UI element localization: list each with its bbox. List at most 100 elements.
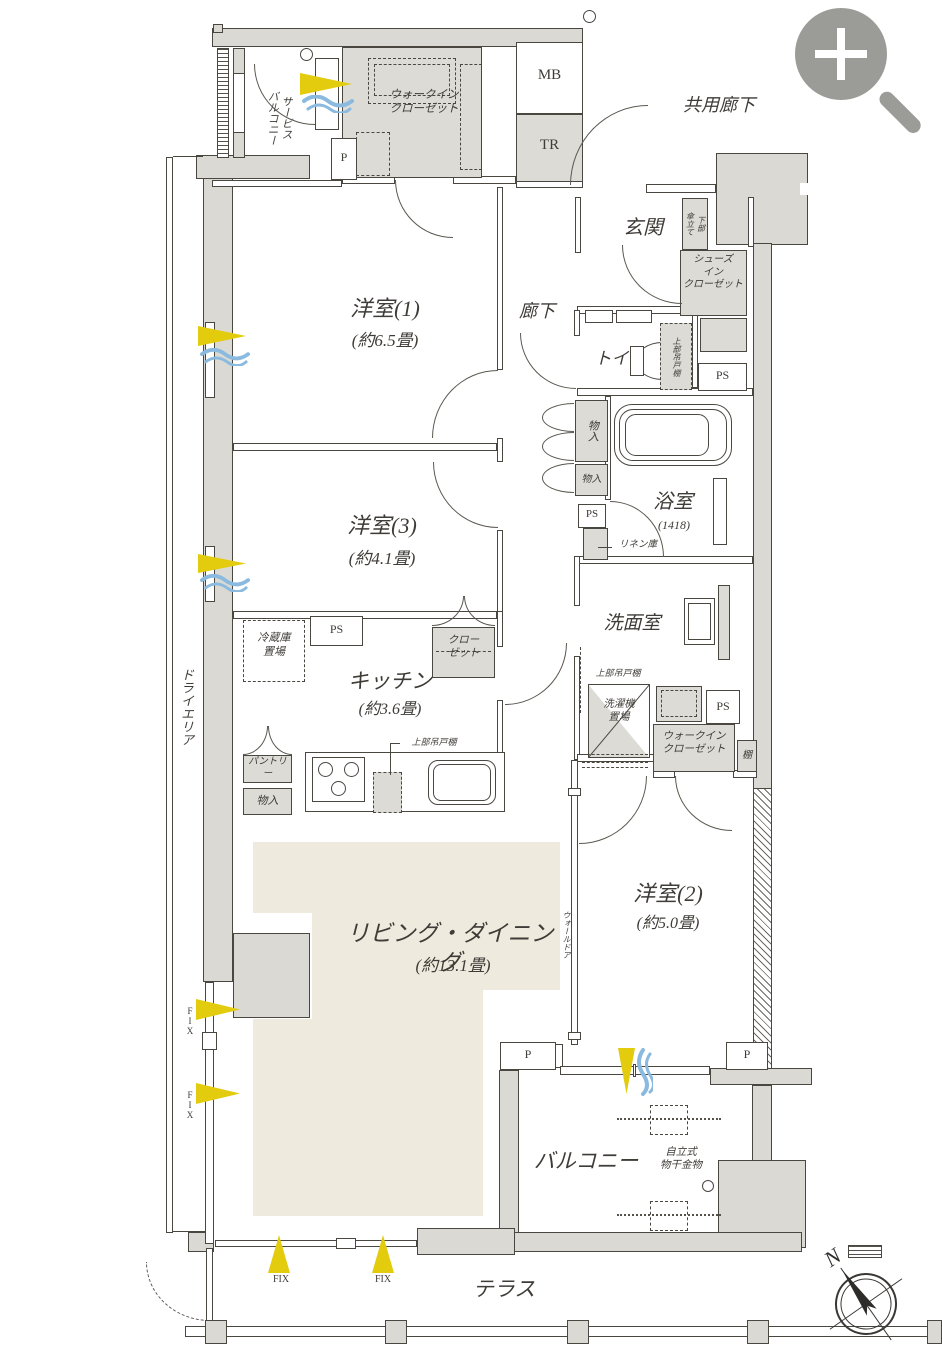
burner-2 (344, 762, 359, 777)
kitchen-storage-box: 物入 (243, 788, 292, 815)
laundry-pole-box-1 (650, 1105, 688, 1135)
window-wic-top (315, 58, 339, 130)
window-living-south (215, 1240, 417, 1247)
kitchen-closet-label: クロー ゼット (447, 635, 480, 660)
terrace-louver (848, 1245, 882, 1258)
wic-hanger-box2 (460, 64, 482, 170)
burner-1 (318, 762, 333, 777)
washer-diagonal (588, 684, 650, 758)
p-box-living (500, 1042, 556, 1070)
window-room2-mullion (633, 1064, 636, 1077)
ps-box-bath (578, 504, 606, 528)
umbrella-stand-box: 傘立て 下部 (682, 198, 708, 250)
ps-washroom-label: PS (716, 699, 730, 713)
terrace-post-1 (205, 1320, 227, 1344)
wall-topright-column (716, 153, 808, 245)
bathtub-inner (625, 414, 709, 456)
washer-box (588, 684, 650, 758)
p-box-top-label: P (340, 150, 348, 164)
laundry-pole-box-2 (650, 1201, 688, 1231)
wall-washroom-west-a (574, 556, 580, 606)
room2-label: 洋室(2) (633, 881, 703, 906)
terrace-post-4 (747, 1320, 769, 1344)
wall-living-southeast (417, 1228, 515, 1255)
balcony-label: バルコニー (533, 1149, 639, 1173)
toilet-upper-cabinet-label: 上部吊戸棚 (672, 336, 681, 377)
room2-door-arc (579, 776, 647, 844)
kitchen-label: キッチン (348, 669, 432, 693)
terrace-post-2 (385, 1320, 407, 1344)
wic2-label: ウォークイン クローゼット (662, 731, 726, 756)
vanity-counter (718, 585, 730, 660)
storage2-label: 物入 (581, 473, 602, 485)
storage-door-arc-3 (542, 463, 574, 493)
living-floor-lower (253, 990, 483, 1216)
bath-size-label: (1418) (658, 518, 690, 532)
ps-entry-label: PS (715, 368, 730, 382)
sink-outer (428, 760, 496, 805)
kitchen-closet-box (432, 627, 495, 678)
hallway-label: 廊下 (519, 301, 555, 321)
washroom-upper-cabinet-label: 上部吊戸棚 (595, 668, 641, 678)
wall-room1-north-a (212, 180, 342, 187)
wic-hanger-box3 (356, 132, 390, 176)
window-living-west-tick (202, 1032, 217, 1050)
laundry-pole-line-1 (617, 1118, 721, 1120)
toilet-tank (630, 346, 644, 376)
p-living-label: P (524, 1047, 532, 1061)
wall-room3-east (497, 530, 503, 615)
burner-3 (331, 781, 346, 796)
room3-door-arc (433, 462, 498, 528)
closet-door-arc-left (432, 596, 464, 626)
storage-door-arc-1 (542, 403, 574, 432)
shoes-closet-box (680, 250, 747, 316)
ps-kitchen-label: PS (329, 622, 344, 636)
corridor-hook-top (583, 10, 596, 23)
kitchen-size-label: (約3.6畳) (358, 701, 422, 718)
wall-living-pillar (233, 933, 310, 1018)
wall-topright-notch (800, 183, 812, 195)
zoom-button[interactable] (795, 8, 935, 138)
laundry-hook (702, 1180, 714, 1192)
kitchen-cabinet-pointer-h (390, 743, 400, 744)
service-balcony-rail-cap-bottom (233, 132, 245, 158)
washroom-cabinet-dash (580, 647, 585, 713)
wall-door-tick-bottom (568, 1032, 581, 1040)
wic-top-label: ウォークイン クローゼット (389, 89, 459, 116)
sink-inner (433, 764, 491, 801)
toilet-upper-cabinet: 上部吊戸棚 (660, 323, 692, 390)
wall-balcony-bar (710, 1068, 812, 1085)
toilet-shelf1 (585, 310, 613, 323)
wic2-box (653, 724, 735, 772)
storage-box-1: 物入 (575, 400, 608, 462)
pantry-door-arc-right (268, 726, 292, 755)
room2-size-label: (約5.0畳) (636, 915, 700, 932)
p-box-top (331, 138, 357, 180)
airflow-icon-balcony (637, 1048, 653, 1096)
linen-pointer (598, 547, 612, 548)
wall-balcony-left (499, 1070, 519, 1252)
ps-box-washroom (706, 690, 740, 724)
room1-size-label: (約6.5畳) (351, 331, 419, 350)
linen-box (583, 528, 608, 560)
wall-room1-room3 (233, 443, 497, 451)
fix-label-3: FIX (272, 1274, 290, 1285)
room3-label: 洋室(3) (347, 513, 417, 538)
terrace-post-3 (567, 1320, 589, 1344)
zoom-handle (876, 88, 924, 137)
wall-servicebalcony-south (196, 155, 310, 179)
shoes-closet-lower (700, 318, 747, 352)
fridge-box (243, 620, 305, 682)
room1-label: 洋室(1) (350, 296, 420, 321)
washroom-dash-strip2 (582, 767, 648, 769)
wic2-door-arc (675, 776, 732, 831)
wall-room2-hatched (753, 788, 772, 1070)
wall-entry-east (646, 184, 716, 193)
wall-toilet-west (574, 310, 580, 336)
service-balcony-louver (217, 48, 229, 158)
shelf-box: 棚 (737, 740, 757, 772)
svg-text:N: N (818, 1242, 846, 1272)
washroom-dash-strip (582, 754, 648, 763)
service-balcony-rail-cap-top (233, 48, 245, 74)
